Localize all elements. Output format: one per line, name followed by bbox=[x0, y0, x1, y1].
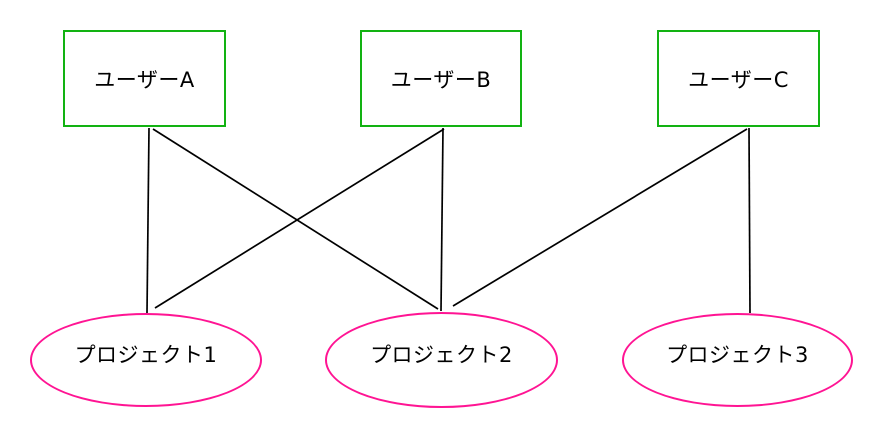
node-userC-label: ユーザーC bbox=[688, 67, 789, 92]
edge-userA-project1 bbox=[146, 127, 150, 314]
edge-userC-project3 bbox=[748, 127, 751, 314]
edge-userB-project1 bbox=[154, 128, 445, 309]
node-userA-label: ユーザーA bbox=[94, 67, 195, 92]
node-project3-label: プロジェクト3 bbox=[666, 343, 809, 367]
node-project1: プロジェクト1 bbox=[30, 313, 262, 407]
edge-userC-project2 bbox=[452, 128, 748, 307]
node-project2-label: プロジェクト2 bbox=[370, 343, 513, 367]
node-userC: ユーザーC bbox=[657, 30, 820, 127]
edge-userA-project2 bbox=[152, 128, 439, 310]
edge-userB-project2 bbox=[440, 127, 444, 312]
node-project1-label: プロジェクト1 bbox=[74, 343, 218, 367]
node-userA: ユーザーA bbox=[63, 30, 226, 127]
node-project2: プロジェクト2 bbox=[325, 312, 558, 408]
node-userB-label: ユーザーB bbox=[390, 67, 492, 92]
node-project3: プロジェクト3 bbox=[622, 313, 853, 407]
node-userB: ユーザーB bbox=[360, 30, 522, 127]
